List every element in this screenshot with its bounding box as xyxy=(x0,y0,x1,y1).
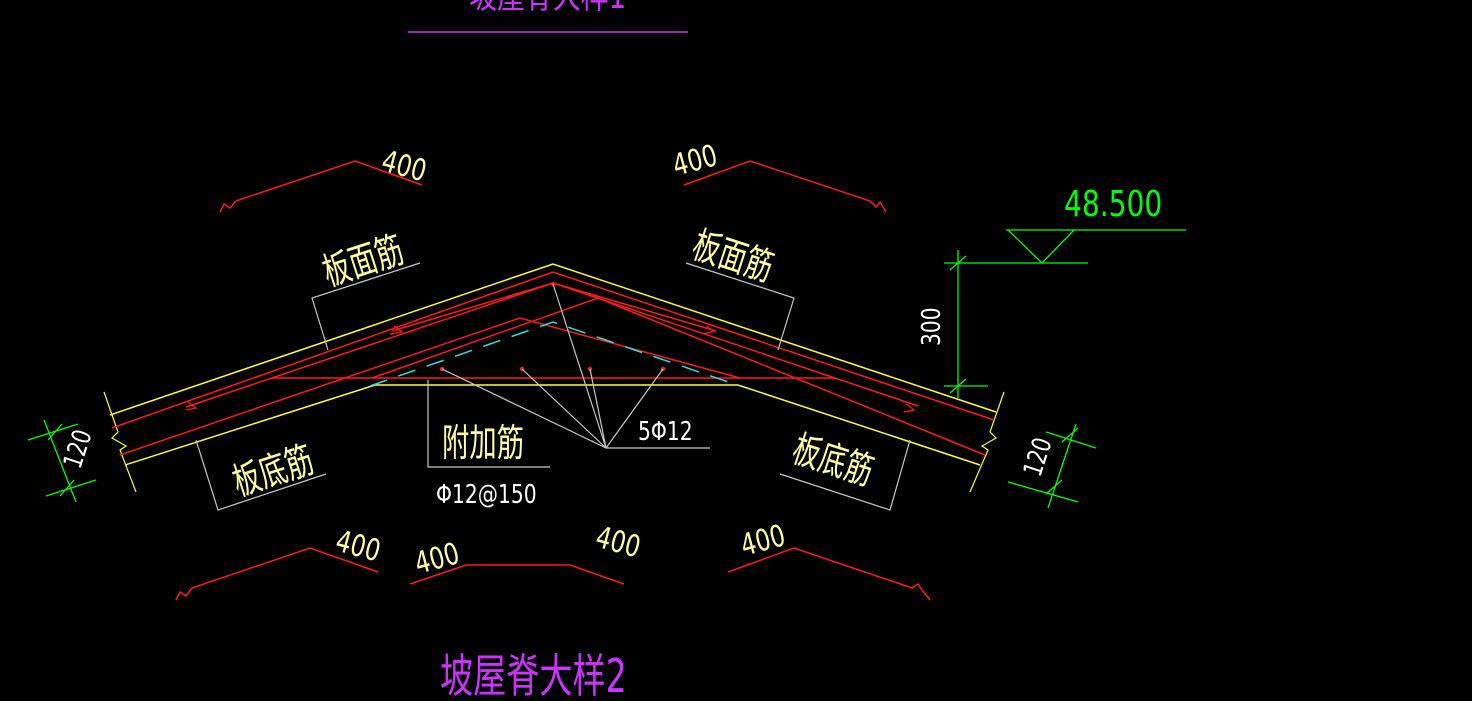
break-mark-left xyxy=(103,391,137,493)
label-bottom-bar-left: 板底筋 xyxy=(227,437,319,505)
top-bar-shape-right xyxy=(683,160,887,213)
dim-lower-far-right: 400 xyxy=(737,519,789,564)
break-mark-right xyxy=(969,391,1005,493)
dim-ridge-height: 300 xyxy=(917,307,947,346)
dim-thickness-left: 120 xyxy=(58,426,99,472)
dim-thickness-right-lines xyxy=(1007,423,1097,509)
label-top-bar-right: 板面筋 xyxy=(687,222,779,290)
hook-mark-2 xyxy=(389,325,404,335)
top-bar-shape-left xyxy=(219,160,423,213)
hook-mark-3 xyxy=(703,325,716,335)
elevation-triangle xyxy=(1007,229,1075,264)
long-bar-leaders xyxy=(441,283,710,449)
title-top: 坡屋脊大样1 xyxy=(469,0,626,17)
dim-upper-left: 400 xyxy=(378,144,430,189)
dim-ridge-height-lines xyxy=(944,250,1088,398)
leader-bottom-bar-left xyxy=(195,439,327,511)
bottom-rebar-right xyxy=(371,297,986,456)
label-bottom-bar-right: 板底筋 xyxy=(787,426,879,494)
label-top-bar-left: 板面筋 xyxy=(317,227,409,295)
title-bottom: 坡屋脊大样2 xyxy=(440,651,627,701)
dim-lower-far-left: 400 xyxy=(332,524,384,569)
bottom-bar-shape-far-right xyxy=(727,547,931,601)
dim-thickness-right: 120 xyxy=(1018,434,1059,480)
leader-top-bar-left xyxy=(311,262,421,351)
leader-additional-bar xyxy=(427,380,550,468)
top-rebar-outer xyxy=(111,271,995,429)
hook-mark-1 xyxy=(185,401,198,411)
elevation-value: 48.500 xyxy=(1064,183,1162,225)
top-rebar-inner-left xyxy=(185,282,717,408)
bottom-rebar-left xyxy=(119,317,741,456)
slab-bottom-surface xyxy=(124,384,981,466)
label-additional-bar: 附加筋 xyxy=(442,420,524,465)
dim-lower-center-right: 400 xyxy=(592,520,644,565)
label-additional-bar-spec: Φ12@150 xyxy=(436,480,537,510)
additional-bar-dashed xyxy=(369,321,741,387)
slab-top-surface xyxy=(109,263,997,416)
label-longitudinal-bars: 5Φ12 xyxy=(638,417,693,447)
leader-top-bar-right xyxy=(685,262,795,351)
bottom-bar-shape-far-left xyxy=(175,547,379,601)
hook-mark-4 xyxy=(903,403,916,413)
additional-bar-shape xyxy=(409,564,625,585)
leader-bottom-bar-right xyxy=(779,439,911,511)
dim-thickness-left-lines xyxy=(27,419,97,503)
dim-upper-right: 400 xyxy=(669,139,721,184)
dim-lower-center-left: 400 xyxy=(411,537,463,582)
